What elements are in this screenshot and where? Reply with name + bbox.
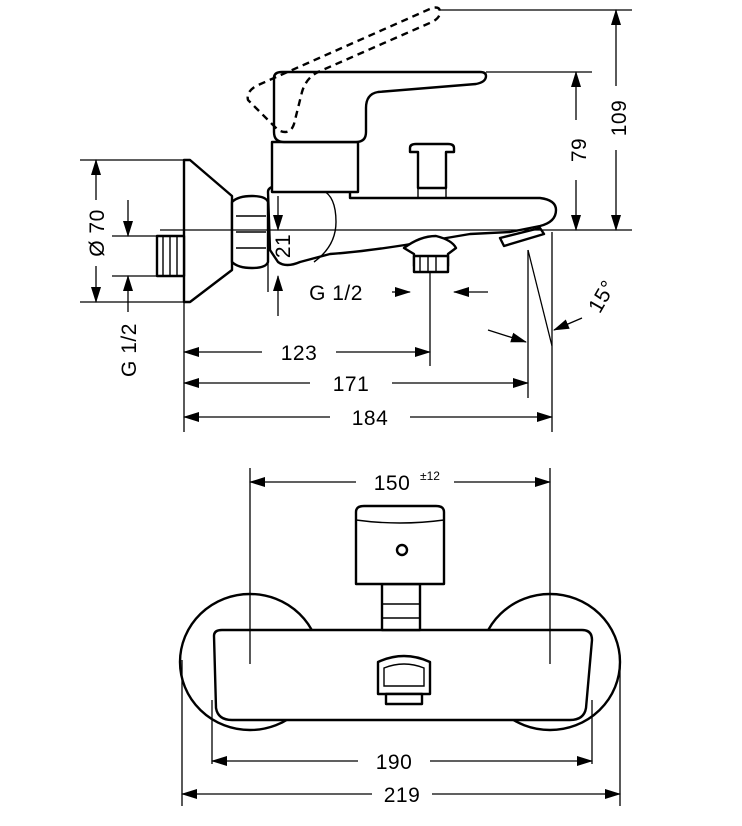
dim-outlet-thread-label: G 1/2 <box>309 282 363 305</box>
front-view: 150 ±12 190 219 <box>178 468 622 807</box>
diverter-knob <box>408 142 456 190</box>
aerator <box>498 226 546 248</box>
dim-190-label: 190 <box>376 751 413 774</box>
wall-rosette <box>182 158 234 304</box>
dim-spout-angle-label: 15° <box>584 277 621 317</box>
dim-21-label: 21 <box>272 234 295 258</box>
dim-inlet-thread-label: G 1/2 <box>118 323 141 377</box>
lever-handle <box>272 70 488 144</box>
dim-150-label: 150 <box>374 472 411 495</box>
dim-219-label: 219 <box>384 784 421 807</box>
side-view: 109 79 Ø 70 G 1/2 21 G 1/2 15° 123 171 1… <box>80 6 632 432</box>
dim-rosette-diameter-label: Ø 70 <box>86 209 109 257</box>
dim-109-label: 109 <box>608 100 631 137</box>
lever-open-position <box>246 6 442 134</box>
dim-150-tolerance: ±12 <box>420 469 440 483</box>
dim-184-label: 184 <box>352 407 389 430</box>
cartridge-stem <box>380 582 422 632</box>
dim-79-label: 79 <box>568 138 591 162</box>
dim-123-label: 123 <box>281 342 318 365</box>
front-aerator <box>376 654 432 696</box>
cartridge-housing <box>270 140 360 194</box>
handle-indicator-dot <box>395 543 409 557</box>
dim-171-label: 171 <box>333 373 370 396</box>
